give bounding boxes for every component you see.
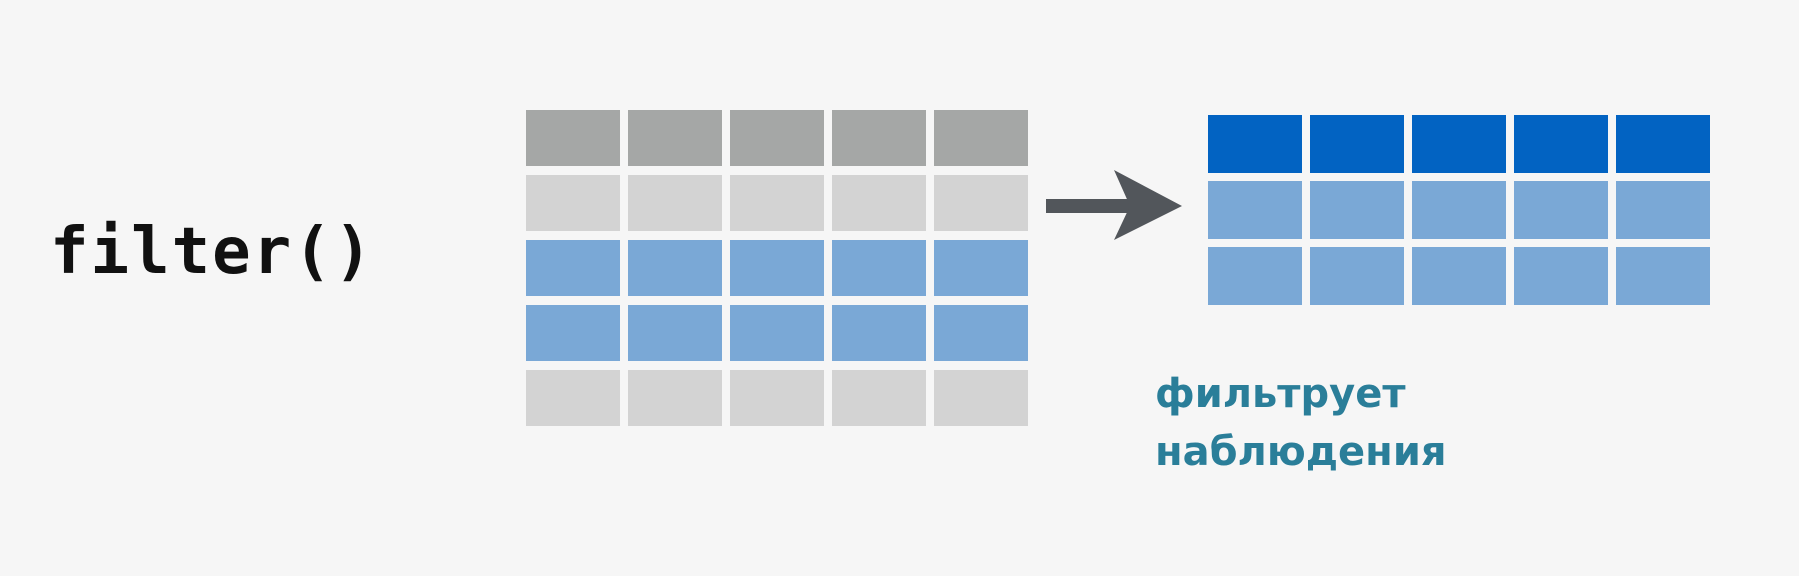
right-arrow-icon (1046, 170, 1182, 240)
table-cell (1616, 247, 1710, 305)
table-cell (1208, 115, 1302, 173)
table-cell (832, 370, 926, 426)
table-cell (526, 110, 620, 166)
table-cell (628, 370, 722, 426)
table-cell (1310, 181, 1404, 239)
caption-line-2: наблюдения (1155, 429, 1447, 475)
table-cell (730, 110, 824, 166)
table-cell (1412, 247, 1506, 305)
input-table (526, 110, 1028, 426)
table-cell (526, 240, 620, 296)
table-cell (628, 240, 722, 296)
table-cell (1412, 115, 1506, 173)
table-cell (628, 110, 722, 166)
table-cell (934, 240, 1028, 296)
table-cell (934, 110, 1028, 166)
table-cell (1514, 115, 1608, 173)
table-cell (1208, 247, 1302, 305)
table-cell (628, 175, 722, 231)
table-cell (832, 175, 926, 231)
arrow-shaft (1046, 199, 1130, 213)
table-cell (1310, 115, 1404, 173)
table-cell (1514, 181, 1608, 239)
output-table (1208, 115, 1710, 305)
table-cell (1208, 181, 1302, 239)
table-cell (730, 305, 824, 361)
table-cell (934, 305, 1028, 361)
table-cell (526, 370, 620, 426)
table-cell (832, 305, 926, 361)
table-cell (832, 110, 926, 166)
table-cell (526, 175, 620, 231)
table-cell (1616, 115, 1710, 173)
table-cell (628, 305, 722, 361)
table-cell (730, 240, 824, 296)
caption: фильтрует наблюдения (1155, 365, 1447, 481)
table-cell (832, 240, 926, 296)
table-cell (1514, 247, 1608, 305)
arrow-head (1114, 170, 1182, 240)
table-cell (1310, 247, 1404, 305)
table-cell (1412, 181, 1506, 239)
table-cell (730, 175, 824, 231)
table-cell (1616, 181, 1710, 239)
function-label: filter() (50, 215, 375, 289)
table-cell (730, 370, 824, 426)
caption-line-1: фильтрует (1155, 371, 1406, 417)
table-cell (934, 175, 1028, 231)
table-cell (526, 305, 620, 361)
table-cell (934, 370, 1028, 426)
